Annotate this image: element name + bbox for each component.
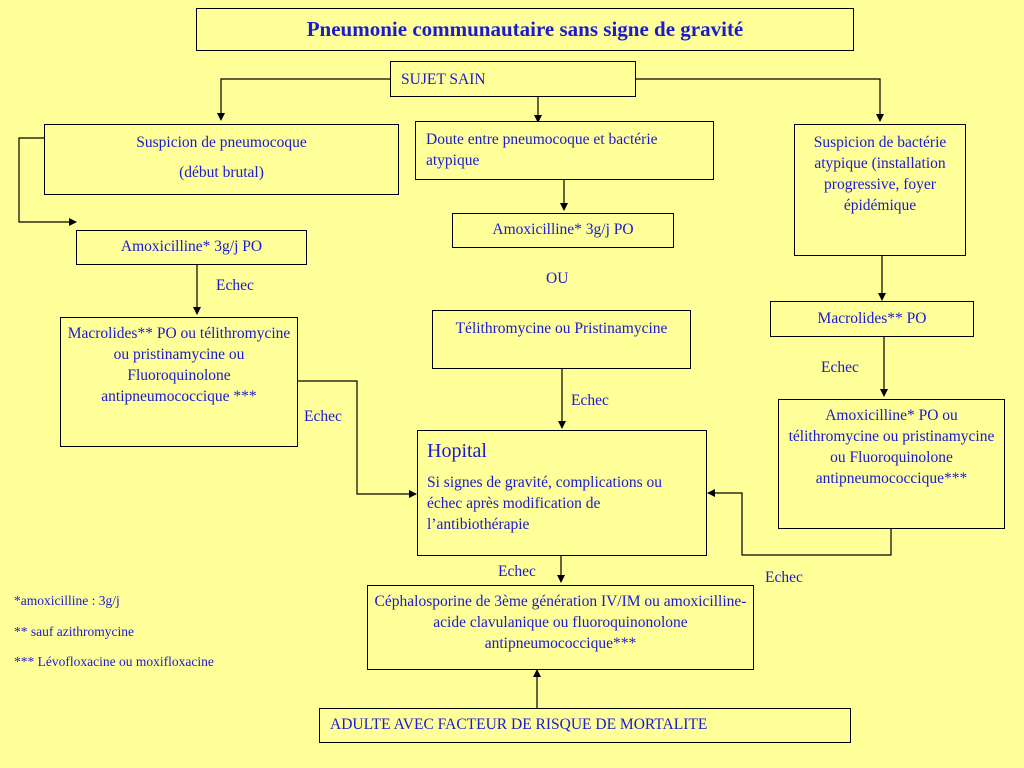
- box-adulte-facteur-risque: ADULTE AVEC FACTEUR DE RISQUE DE MORTALI…: [319, 708, 851, 743]
- label-echec-left-top: Echec: [216, 277, 254, 294]
- footnote-3: *** Lévofloxacine ou moxifloxacine: [14, 654, 214, 669]
- box-suspicion-pneumocoque: Suspicion de pneumocoque (début brutal): [44, 124, 399, 195]
- footnote-2: ** sauf azithromycine: [14, 624, 134, 639]
- label-echec-middle: Echec: [571, 392, 609, 409]
- label-ou: OU: [546, 270, 569, 287]
- box-sujet-sain: SUJET SAIN: [390, 61, 636, 97]
- label-echec-right-top: Echec: [821, 359, 859, 376]
- arrow-sujet-to-right: [636, 78, 884, 122]
- hopital-text: Si signes de gravité, complications ou é…: [427, 474, 663, 533]
- box-macrolides-left: Macrolides** PO ou télithromycine ou pri…: [60, 317, 298, 447]
- arrow-sujet-to-left: [217, 78, 390, 121]
- box-amoxicilline-left: Amoxicilline* 3g/j PO: [76, 230, 307, 265]
- arrow-left-macrolides-to-hopital: [298, 380, 417, 498]
- label-echec-bottom-right: Echec: [765, 569, 803, 586]
- box-amoxicilline-right: Amoxicilline* PO ou télithromycine ou pr…: [778, 399, 1005, 529]
- label-echec-left-mid: Echec: [304, 408, 342, 425]
- box-suspicion-atypique: Suspicion de bactérie atypique (installa…: [794, 124, 966, 256]
- box-cephalosporine: Céphalosporine de 3ème génération IV/IM …: [367, 585, 754, 670]
- footnote-1: *amoxicilline : 3g/j: [14, 593, 120, 608]
- box-doute-pneumocoque-atypique: Doute entre pneumocoque et bactérie atyp…: [415, 121, 714, 180]
- arrow-right-amox-to-hopital: [707, 489, 892, 556]
- box-amoxicilline-middle: Amoxicilline* 3g/j PO: [452, 213, 674, 248]
- box-telithromycine-middle: Télithromycine ou Pristinamycine: [432, 310, 691, 369]
- hopital-title: Hopital: [427, 440, 487, 462]
- page-title: Pneumonie communautaire sans signe de gr…: [196, 8, 854, 51]
- label-echec-bottom-mid: Echec: [498, 563, 536, 580]
- box-hopital: Hopital Si signes de gravité, complicati…: [417, 430, 707, 556]
- box-macrolides-right: Macrolides** PO: [770, 301, 974, 337]
- arrow-left-suspicion-to-amox: [18, 137, 77, 226]
